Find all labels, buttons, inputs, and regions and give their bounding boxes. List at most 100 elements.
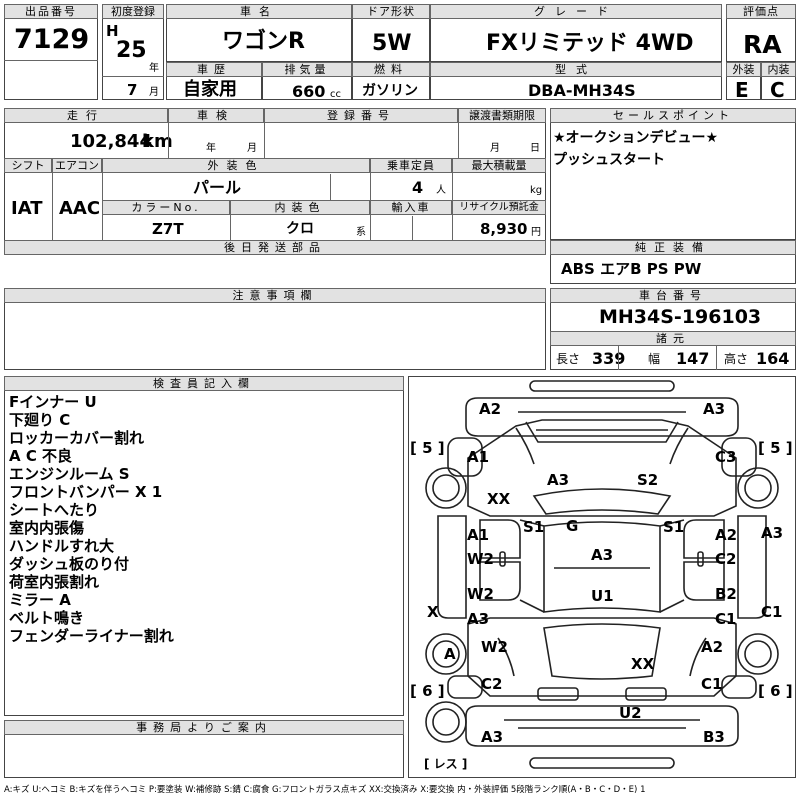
interior-header: 内装 [761, 62, 796, 77]
note-line: ミラー A [9, 591, 71, 609]
mark-left-front-door-2: W2 [467, 550, 494, 568]
mark-right-rocker: C1 [761, 603, 783, 621]
lot-no-header: 出品番号 [4, 4, 98, 19]
sales-point-2: プッシュスタート [553, 152, 665, 168]
history-header: 車歴 [166, 62, 262, 77]
mark-right-front-fender: C3 [715, 448, 737, 466]
mark-hood-left: A3 [547, 471, 570, 489]
mark-right-edge: A3 [761, 524, 784, 542]
era: H [106, 22, 119, 40]
displacement-unit: cc [330, 89, 341, 100]
max-load-header: 最大積載量 [452, 158, 546, 173]
bracket-less: [ レス ] [424, 757, 468, 771]
width-label: 幅 [648, 352, 661, 366]
mark-rear-gate: U2 [619, 704, 642, 722]
insp-month-unit: 月 [247, 143, 257, 154]
capacity-header: 乗車定員 [370, 158, 452, 173]
bracket-front-right: [ 5 ] [758, 439, 793, 457]
recycle-header: リサイクル預託金 [452, 200, 546, 215]
aircon: AAC [59, 198, 101, 219]
width: 147 [676, 349, 710, 368]
reg-year-unit: 年 [149, 63, 159, 74]
model-header: 型式 [430, 62, 722, 77]
inspector-header: 検査員記入欄 [4, 376, 404, 391]
grade-header: グレード [430, 4, 722, 19]
ext-color-header: 外装色 [102, 158, 370, 173]
office-header: 事務局よりご案内 [4, 720, 404, 735]
chassis-no: MH34S-196103 [599, 306, 762, 328]
mark-roof-lower: U1 [591, 587, 614, 605]
mark-left-front-tire: XX [487, 490, 511, 508]
mark-right-front-door-2: C2 [715, 550, 737, 568]
mileage-unit: km [142, 131, 173, 152]
reg-month-unit: 月 [149, 87, 159, 98]
note-line: ロッカーカバー割れ [9, 429, 145, 447]
recycle: 8,930 [480, 220, 528, 238]
mark-left-rear-door-1: W2 [467, 585, 494, 603]
mark-right-rear-fender: A2 [701, 638, 724, 656]
later-parts-header: 後日発送部品 [4, 240, 546, 255]
lot-no: 7129 [14, 24, 90, 55]
note-line: 室内内張傷 [9, 519, 85, 537]
transfer-header: 譲渡書類期限 [458, 108, 546, 123]
reg-month: 7 [127, 81, 138, 99]
door-type: 5W [372, 31, 412, 56]
specs-header: 諸元 [550, 331, 796, 346]
sales-point-box [550, 108, 796, 240]
mark-right-rear-door-1: B2 [715, 585, 737, 603]
caution-header: 注意事項欄 [4, 288, 546, 303]
score-header: 評価点 [726, 4, 796, 19]
fuel-header: 燃料 [352, 62, 430, 77]
bracket-rear-right: [ 6 ] [758, 682, 793, 700]
car-diagram-box [408, 376, 796, 778]
mark-rear-bumper-right: B3 [703, 728, 725, 746]
height-label: 高さ [724, 352, 749, 366]
equipment: ABS エアB PS PW [561, 260, 702, 278]
mark-left-rear-door-2: A3 [467, 610, 490, 628]
first-reg-header: 初度登録 [102, 4, 164, 19]
note-line: シートへたり [9, 501, 100, 519]
shift: IAT [11, 198, 43, 219]
note-line: ダッシュ板のり付 [9, 555, 130, 573]
int-color-unit: 系 [356, 227, 366, 238]
model: DBA-MH34S [528, 81, 636, 100]
chassis-header: 車台番号 [550, 288, 796, 303]
car-name-header: 車名 [166, 4, 352, 19]
mark-left-rear-fender: W2 [481, 638, 508, 656]
history: 自家用 [183, 79, 237, 100]
capacity: 4 [412, 178, 424, 197]
mark-left-front-door-1: A1 [467, 526, 490, 544]
max-load-unit: kg [530, 185, 543, 196]
color-no: Z7T [152, 220, 184, 238]
length-label: 長さ [556, 352, 581, 366]
mark-windshield: G [566, 517, 579, 535]
mileage-box [4, 108, 546, 254]
bracket-front-left: [ 5 ] [410, 439, 445, 457]
height: 164 [756, 349, 790, 368]
mark-rear-glass: XX [631, 655, 655, 673]
reg-year: 25 [116, 38, 147, 63]
fuel: ガソリン [362, 83, 418, 99]
int-color-header: 内装色 [230, 200, 370, 215]
import-header: 輸入車 [370, 200, 452, 215]
mark-left-pillar: S1 [523, 518, 545, 536]
color-no-header: カラーNo. [102, 200, 230, 215]
sales-point-header: セールスポイント [550, 108, 796, 123]
shift-header: シフト [4, 158, 52, 173]
legend: A:キズ U:ヘコミ B:キズを伴うヘコミ P:要塗装 W:補修跡 S:錆 C:… [4, 785, 646, 795]
mark-roof: A3 [591, 546, 614, 564]
first-reg-box [102, 4, 164, 100]
inspection-header: 車検 [168, 108, 264, 123]
grade: FXリミテッド 4WD [486, 31, 694, 56]
capacity-unit: 人 [436, 185, 446, 196]
displacement-header: 排気量 [262, 62, 352, 77]
mark-front-bumper-right: A3 [703, 400, 726, 418]
recycle-unit: 円 [531, 227, 541, 238]
insp-year-unit: 年 [206, 143, 216, 154]
lot-no-box [4, 4, 98, 100]
ext-color: パール [193, 178, 242, 197]
note-line: エンジンルーム S [9, 465, 130, 483]
mark-right-rear-quarter: C1 [701, 675, 723, 693]
bracket-rear-left: [ 6 ] [410, 682, 445, 700]
exterior-grade: E [735, 78, 749, 102]
